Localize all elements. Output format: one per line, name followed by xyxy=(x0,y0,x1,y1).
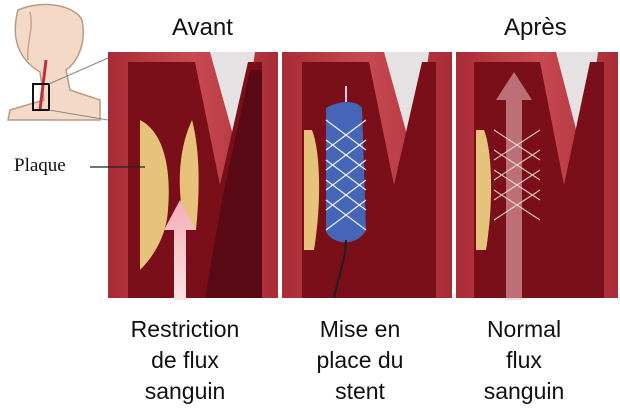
caption-stent-placement: Mise en place du stent xyxy=(285,314,435,407)
header-after: Après xyxy=(504,14,567,42)
head-neck-thumbnail xyxy=(8,5,108,120)
panel-normal-flow xyxy=(456,52,618,300)
plaque-label: Plaque xyxy=(14,155,66,177)
panel-stent-placement xyxy=(282,52,452,298)
stent-balloon xyxy=(326,102,366,242)
caption-restriction: Restriction de flux sanguin xyxy=(105,314,265,407)
caption-normal-flow: Normal flux sanguin xyxy=(454,314,594,407)
header-before: Avant xyxy=(172,14,233,42)
panel-restriction xyxy=(108,52,278,300)
